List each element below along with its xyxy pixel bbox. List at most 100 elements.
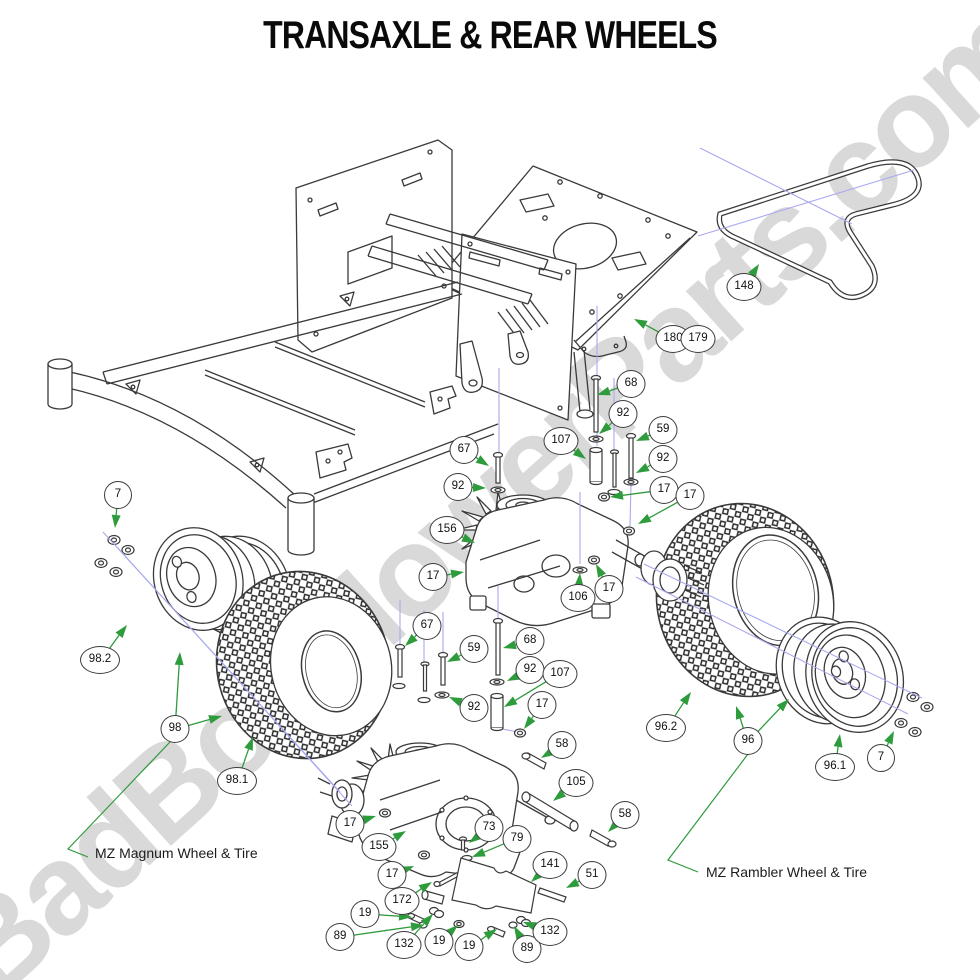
callout-67: 67	[412, 612, 442, 640]
leader-arrowhead	[634, 319, 648, 329]
right-tire	[655, 502, 835, 698]
callout-number: 79	[510, 832, 524, 845]
callout-number: 180	[663, 332, 683, 345]
callout-number: 92	[467, 701, 481, 714]
callout-107: 107	[542, 660, 578, 688]
callout-51: 51	[577, 861, 607, 889]
callout-number: 89	[520, 942, 534, 955]
callout-number: 19	[358, 907, 372, 920]
leader-arrowhead	[608, 819, 621, 832]
callout-number: 98.2	[88, 653, 112, 666]
callout-92: 92	[459, 694, 489, 722]
callout-19: 19	[424, 928, 454, 956]
callout-7: 7	[867, 744, 895, 772]
callout-17: 17	[527, 691, 557, 719]
callout-number: 73	[482, 821, 496, 834]
leader-arrowhead	[636, 431, 650, 441]
leader-arrowhead	[597, 386, 611, 396]
leader-arrowhead	[244, 737, 253, 751]
leader-line	[353, 926, 412, 936]
leader-arrowhead	[574, 573, 584, 587]
callout-number: 89	[333, 930, 347, 943]
callout-172: 172	[384, 887, 420, 915]
callout-96.1: 96.1	[815, 753, 855, 781]
callout-number: 19	[432, 935, 446, 948]
leader-arrowhead	[472, 483, 486, 493]
callout-59: 59	[648, 416, 678, 444]
callout-number: 19	[462, 940, 476, 953]
callout-17: 17	[418, 563, 448, 591]
pin-51	[537, 887, 567, 903]
callout-17: 17	[649, 476, 679, 504]
callout-number: 67	[420, 619, 434, 632]
leader-arrowhead	[410, 922, 424, 932]
leader-arrowhead	[111, 514, 121, 528]
callout-19: 19	[454, 933, 484, 961]
frame-caster-tube-right	[287, 492, 315, 556]
drive-belt	[716, 159, 922, 301]
callout-number: 17	[535, 698, 549, 711]
leader-line	[622, 491, 651, 496]
callout-92: 92	[608, 400, 638, 428]
callout-58: 58	[547, 731, 577, 759]
nut-89-b	[508, 921, 518, 929]
callout-155: 155	[361, 833, 397, 861]
leader-line	[836, 746, 839, 755]
callout-number: 156	[437, 523, 457, 536]
callout-number: 7	[114, 488, 122, 501]
right-label-connector	[667, 753, 749, 873]
callout-number: 17	[426, 570, 440, 583]
callout-107: 107	[543, 427, 579, 455]
frame-weldment	[47, 139, 698, 556]
callout-106: 106	[560, 584, 596, 612]
callout-132: 132	[532, 918, 568, 946]
leader-arrowhead	[566, 878, 580, 888]
callout-number: 59	[656, 423, 670, 436]
callout-number: 68	[523, 634, 537, 647]
leader-lines	[108, 264, 894, 941]
label-connectors	[66, 741, 749, 873]
callout-132: 132	[386, 931, 422, 959]
leader-arrowhead	[208, 715, 222, 724]
leader-arrowhead	[472, 847, 486, 857]
callout-96.2: 96.2	[646, 714, 686, 742]
leader-arrowhead	[362, 815, 376, 825]
leader-line	[446, 573, 452, 576]
callout-105: 105	[558, 769, 594, 797]
callout-number: 17	[602, 582, 616, 595]
callout-number: 92	[523, 663, 537, 676]
bolt-68-shank	[593, 378, 599, 433]
leader-arrowhead	[405, 633, 418, 646]
bolt-67-shank	[495, 456, 501, 484]
page-title: TRANSAXLE & REAR WHEELS	[263, 14, 718, 57]
callout-number: 58	[618, 808, 632, 821]
callout-number: 107	[550, 667, 570, 680]
callout-number: 17	[657, 483, 671, 496]
spacer-107-b	[490, 695, 504, 729]
leader-arrowhead	[884, 731, 894, 745]
leader-arrowhead	[418, 882, 432, 893]
callout-179: 179	[680, 325, 716, 353]
callout-141: 141	[532, 851, 568, 879]
callout-number: 106	[568, 591, 588, 604]
leader-line	[175, 664, 180, 717]
leader-arrowhead	[174, 652, 184, 666]
callout-number: 68	[624, 377, 638, 390]
left-wheel-rim	[152, 527, 292, 644]
callout-number: 179	[688, 332, 708, 345]
left-tire	[215, 570, 393, 760]
brake-bracket-141	[451, 857, 537, 914]
leader-arrowhead	[461, 533, 475, 543]
callout-number: 17	[385, 868, 399, 881]
leader-line	[378, 914, 400, 917]
leader-arrowhead	[115, 625, 127, 639]
leader-arrowhead	[735, 706, 745, 720]
leader-arrowhead	[504, 696, 518, 707]
leader-arrowhead	[599, 422, 612, 434]
callout-number: 17	[343, 817, 357, 830]
leader-arrowhead	[475, 455, 489, 466]
callout-number: 96.2	[654, 721, 678, 734]
callout-number: 155	[369, 840, 389, 853]
callout-17: 17	[594, 575, 624, 603]
